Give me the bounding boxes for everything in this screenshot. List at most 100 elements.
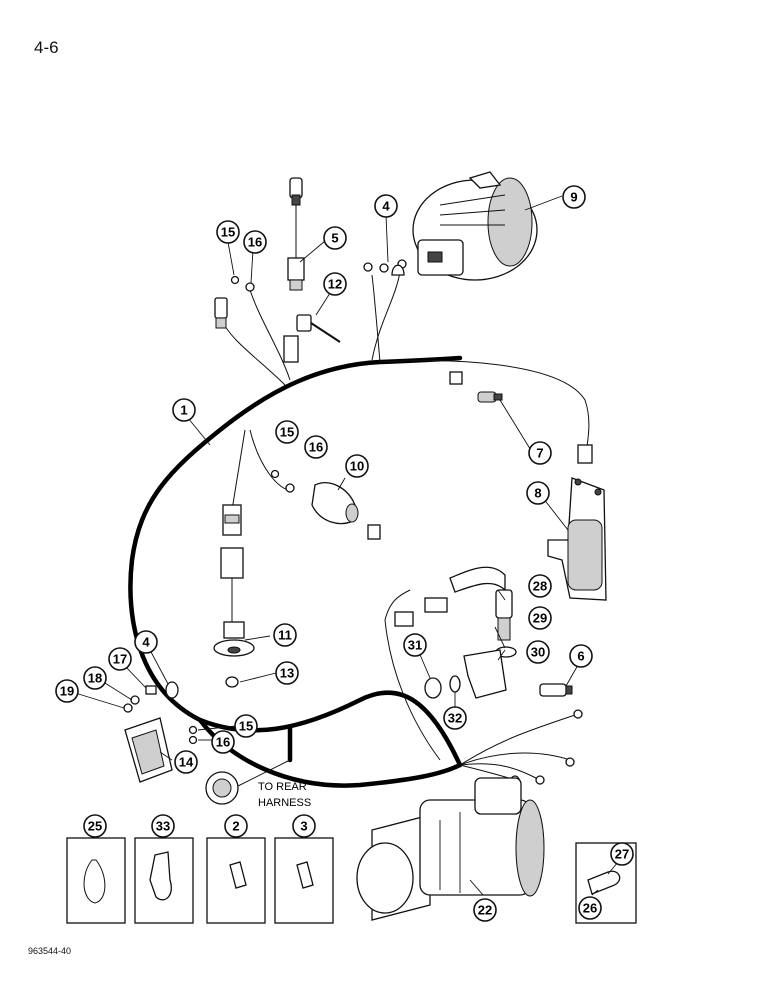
svg-text:10: 10 — [350, 459, 364, 474]
svg-text:18: 18 — [88, 671, 102, 686]
sensor-7 — [449, 371, 593, 464]
callout-31: 31 — [403, 633, 427, 657]
oil-pressure-switch-10 — [311, 482, 381, 540]
clip-26 — [587, 870, 621, 895]
svg-text:8: 8 — [534, 486, 541, 501]
rear-harness-connector — [205, 771, 239, 805]
svg-text:30: 30 — [531, 645, 545, 660]
callout-15-lower: 15 — [234, 714, 258, 738]
terminal-starter-b — [535, 775, 545, 785]
nut-13 — [225, 676, 239, 688]
ground-hardware — [123, 681, 179, 713]
leader-lines — [71, 195, 619, 896]
callout-10: 10 — [345, 454, 369, 478]
svg-text:2: 2 — [232, 819, 239, 834]
svg-text:22: 22 — [478, 903, 492, 918]
svg-text:16: 16 — [248, 235, 262, 250]
callout-4-top: 4 — [374, 194, 398, 218]
svg-text:29: 29 — [533, 611, 547, 626]
callout-7: 7 — [528, 441, 552, 465]
connector-pair-left — [220, 504, 244, 622]
terminal-16-top — [245, 282, 255, 292]
callout-16-top: 16 — [243, 230, 267, 254]
svg-text:7: 7 — [536, 446, 543, 461]
callout-12: 12 — [323, 272, 347, 296]
wire-to-connector-7 — [379, 360, 590, 461]
sender-switch-5 — [287, 177, 305, 291]
callout-22: 22 — [473, 898, 497, 922]
terminal-6 — [573, 709, 583, 719]
svg-text:15: 15 — [280, 425, 294, 440]
svg-text:17: 17 — [113, 652, 127, 667]
callout-16-lower: 16 — [211, 730, 235, 754]
callout-6: 6 — [569, 644, 593, 668]
terminal-starter-c — [565, 757, 575, 767]
switch-6 — [539, 683, 573, 697]
wire-to-starter-b — [459, 763, 541, 781]
svg-text:28: 28 — [533, 579, 547, 594]
svg-text:15: 15 — [239, 719, 253, 734]
callout-18: 18 — [83, 666, 107, 690]
callout-11: 11 — [273, 623, 297, 647]
wire-to-switch-6 — [459, 714, 576, 766]
svg-text:26: 26 — [583, 901, 597, 916]
callout-8: 8 — [526, 481, 550, 505]
bracket-30 — [463, 649, 507, 699]
note-line-1: TO REAR — [258, 781, 307, 793]
nut-15-lower — [188, 725, 198, 735]
wire-to-terminals-4 — [371, 274, 381, 363]
nut-15-top — [230, 275, 240, 285]
nut-31 — [424, 677, 442, 699]
nut-16-lower — [188, 735, 198, 745]
callout-19: 19 — [55, 679, 79, 703]
connector-28-assembly — [394, 566, 513, 641]
wire-to-plug — [221, 319, 286, 386]
callout-1: 1 — [172, 398, 196, 422]
washer-32 — [449, 675, 461, 693]
clip-2 — [229, 861, 247, 889]
svg-text:31: 31 — [408, 638, 422, 653]
callout-16-middle: 16 — [304, 435, 328, 459]
svg-text:15: 15 — [221, 225, 235, 240]
svg-text:3: 3 — [300, 819, 307, 834]
callout-15-top: 15 — [216, 220, 240, 244]
callout-17: 17 — [108, 647, 132, 671]
pressure-sensor-11 — [213, 621, 255, 657]
svg-text:27: 27 — [615, 847, 629, 862]
callout-5: 5 — [323, 226, 347, 250]
callout-2: 2 — [224, 814, 248, 838]
wire-to-starter-a — [459, 752, 571, 766]
callout-32: 32 — [443, 706, 467, 730]
note-line-2: HARNESS — [258, 797, 311, 809]
svg-text:13: 13 — [280, 666, 294, 681]
callout-3: 3 — [292, 814, 316, 838]
wire-to-sensor-15 — [249, 289, 291, 381]
callout-28: 28 — [528, 574, 552, 598]
callout-29: 29 — [528, 606, 552, 630]
starter-motor-22 — [356, 777, 545, 921]
svg-text:4: 4 — [382, 199, 390, 214]
callout-4-lower: 4 — [134, 630, 158, 654]
callout-33: 33 — [151, 814, 175, 838]
svg-text:4: 4 — [142, 635, 150, 650]
temperature-sender-12 — [296, 314, 341, 343]
callout-15-middle: 15 — [275, 420, 299, 444]
wire-to-connector-28 — [384, 589, 441, 761]
nut-15-middle — [270, 469, 280, 479]
svg-text:12: 12 — [328, 277, 342, 292]
plug-connector-top — [214, 297, 299, 363]
callout-26: 26 — [578, 896, 602, 920]
box-25 — [66, 837, 126, 924]
callout-9: 9 — [562, 185, 586, 209]
svg-text:19: 19 — [60, 684, 74, 699]
svg-text:33: 33 — [156, 819, 170, 834]
clamp-33 — [149, 851, 172, 901]
svg-text:1: 1 — [180, 403, 187, 418]
clamp-25 — [83, 859, 106, 904]
svg-text:14: 14 — [179, 755, 194, 770]
callout-27: 27 — [610, 842, 634, 866]
svg-text:5: 5 — [331, 231, 338, 246]
svg-text:16: 16 — [216, 735, 230, 750]
svg-text:9: 9 — [570, 190, 577, 205]
